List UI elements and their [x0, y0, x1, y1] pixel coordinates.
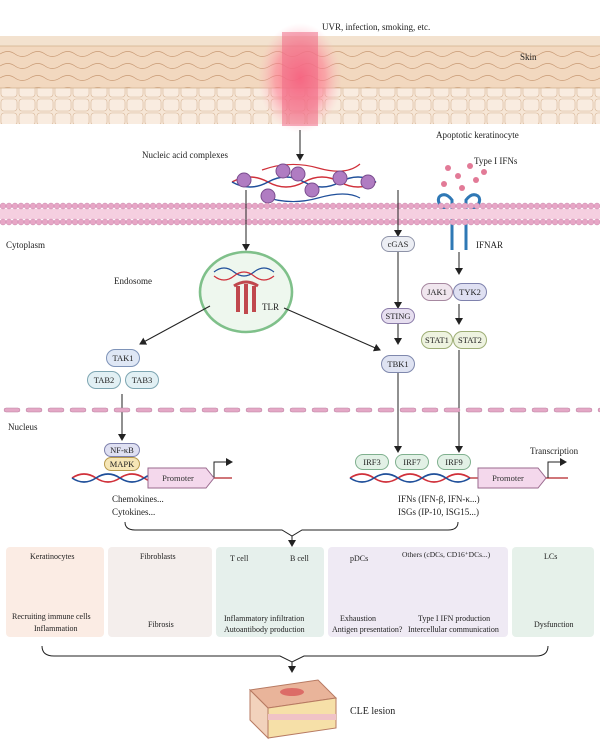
cell-membrane	[0, 202, 600, 226]
molecule-stat1: STAT1	[421, 331, 453, 349]
pdcs-line1: Exhaustion	[340, 614, 376, 623]
fibroblasts-line1: Fibrosis	[148, 620, 174, 629]
b-cell-label: B cell	[290, 554, 309, 563]
promoter-right-label: Promoter	[492, 472, 524, 483]
molecule-jak1: JAK1	[421, 283, 453, 301]
molecule-sting: STING	[381, 308, 415, 324]
molecule-irf9: IRF9	[437, 454, 471, 470]
tlr-label: TLR	[262, 302, 279, 312]
panels-collector	[41, 645, 549, 673]
molecule-cgas: cGAS	[381, 236, 415, 252]
cle-lesion-illustration	[248, 679, 338, 740]
molecule-tyk2: TYK2	[453, 283, 487, 301]
endosome	[198, 250, 294, 334]
lymphocytes-line2: Autoantibody production	[224, 625, 305, 634]
keratinocytes-line1: Recruiting immune cells	[12, 612, 91, 621]
nucleic-acid-complex	[231, 163, 377, 204]
other-dcs-line1: Type I IFN production	[418, 614, 491, 623]
output-collector	[124, 521, 459, 547]
keratinocytes-title: Keratinocytes	[30, 552, 75, 561]
pdcs-label: pDCs	[350, 554, 369, 563]
keratinocytes-line2: Inflammation	[34, 624, 78, 633]
endosome-label: Endosome	[114, 276, 152, 286]
promoter-right-shape	[477, 467, 547, 489]
trigger-label: UVR, infection, smoking, etc.	[322, 22, 431, 32]
fibroblasts-title: Fibroblasts	[140, 552, 176, 561]
molecule-tak1: TAK1	[106, 349, 140, 367]
nucleus-label: Nucleus	[8, 422, 38, 432]
panel-lcs	[512, 547, 594, 637]
other-dcs-label: Others (cDCs, CD16⁺DCs...)	[402, 550, 491, 559]
output-ifns: IFNs (IFN-β, IFN-κ...)	[398, 494, 480, 504]
skin-label: Skin	[520, 52, 537, 62]
output-chemokines: Chemokines...	[112, 494, 164, 504]
pathway-arrows	[118, 190, 463, 453]
nucleic-acid-label: Nucleic acid complexes	[142, 150, 228, 160]
lymphocytes-line1: Inflammatory infiltration	[224, 614, 305, 623]
output-cytokines: Cytokines...	[112, 507, 156, 517]
promoter-left-label: Promoter	[162, 472, 194, 483]
cytoplasm-label: Cytoplasm	[6, 240, 46, 250]
molecule-tab3: TAB3	[125, 371, 159, 389]
molecule-irf7: IRF7	[395, 454, 429, 470]
lcs-line1: Dysfunction	[534, 620, 574, 629]
other-dcs-line2: Intercellular communication	[408, 625, 499, 634]
molecule-mapk: MAPK	[104, 457, 140, 471]
pdcs-line2: Antigen presentation?	[332, 625, 403, 634]
promoter-left-shape	[147, 467, 215, 489]
panel-fibroblasts	[108, 547, 212, 637]
t-cell-label: T cell	[230, 554, 249, 563]
apoptotic-keratinocyte-label: Apoptotic keratinocyte	[436, 130, 519, 140]
molecule-tab2: TAB2	[87, 371, 121, 389]
molecule-nfkb: NF-κB	[104, 443, 140, 457]
lcs-title: LCs	[544, 552, 558, 561]
panel-dcs	[328, 547, 508, 637]
molecule-tbk1: TBK1	[381, 355, 415, 373]
molecule-stat2: STAT2	[453, 331, 487, 349]
transcription-label: Transcription	[530, 446, 579, 456]
nuclear-membrane	[3, 407, 600, 413]
uv-damage-burst	[258, 23, 342, 133]
type1-ifns-label: Type I IFNs	[474, 156, 518, 166]
output-isgs: ISGs (IP-10, ISG15...)	[398, 507, 479, 517]
type1-ifn-molecules	[441, 163, 487, 191]
panel-keratinocytes	[6, 547, 104, 637]
molecule-irf3: IRF3	[355, 454, 389, 470]
panel-lymphocytes	[216, 547, 324, 637]
ifnar-label: IFNAR	[476, 240, 504, 250]
cle-lesion-label: CLE lesion	[350, 706, 396, 717]
